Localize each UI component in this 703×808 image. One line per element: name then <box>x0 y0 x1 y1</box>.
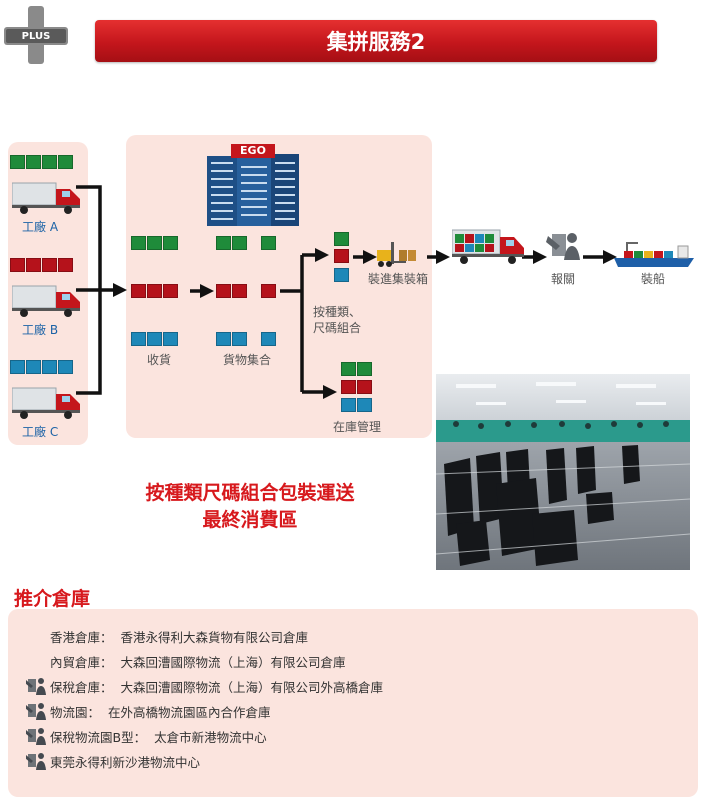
building-icon <box>207 144 299 226</box>
cargo-box <box>147 332 162 346</box>
ego-building: EGO <box>203 142 303 226</box>
cargo-box <box>341 398 356 412</box>
recommend-item: 保稅物流園B型： 太倉市新港物流中心 <box>26 725 267 747</box>
warehouse-photo <box>436 374 690 570</box>
cargo-box <box>357 380 372 394</box>
cargo-box <box>334 268 349 282</box>
cargo-box <box>58 258 73 272</box>
ego-logo: EGO <box>240 144 266 157</box>
cargo-box <box>163 236 178 250</box>
customs-officer-icon <box>26 703 46 720</box>
recommend-item: 東莞永得利新沙港物流中心 <box>26 750 208 772</box>
factory-c-label: 工廠 C <box>22 425 59 439</box>
plus-badge-text: PLUS <box>21 31 51 42</box>
cargo-box <box>216 284 231 298</box>
cargo-box <box>42 258 57 272</box>
recommend-item-label: 保稅倉庫： <box>50 679 113 695</box>
page-title-banner: 集拼服務2 <box>95 20 657 62</box>
recommend-item-value: 太倉市新港物流中心 <box>154 729 267 745</box>
recommend-item: 物流園： 在外高橋物流園區內合作倉庫 <box>26 700 271 722</box>
cargo-box <box>341 362 356 376</box>
cargo-box <box>26 155 41 169</box>
cargo-box <box>261 332 276 346</box>
sort-label-line-2: 尺碼組合 <box>313 321 362 335</box>
factory-a-label: 工廠 A <box>22 220 59 234</box>
cargo-box <box>334 232 349 246</box>
cargo-box <box>261 236 276 250</box>
cargo-box <box>26 258 41 272</box>
recommend-item-label: 保稅物流園B型： <box>50 729 147 745</box>
forklift-icon <box>377 242 416 267</box>
recommend-item-label: 物流園： <box>50 704 101 720</box>
recommend-item-label: 內貿倉庫： <box>50 654 113 670</box>
step-consolidate-label: 貨物集合 <box>223 353 272 367</box>
truck-icon <box>12 182 80 214</box>
ship-icon <box>614 242 694 267</box>
page-title: 集拼服務2 <box>326 30 426 54</box>
cargo-box <box>131 332 146 346</box>
recommend-title: 推介倉庫 <box>14 588 91 610</box>
flow-step-ship: 裝船 <box>641 272 666 286</box>
recommend-item: 內貿倉庫： 大森回漕國際物流（上海）有限公司倉庫 <box>26 650 346 672</box>
customs-officer-icon <box>26 728 46 745</box>
cargo-box <box>341 380 356 394</box>
warehouse-photo-image <box>436 374 690 570</box>
cargo-box <box>147 236 162 250</box>
cargo-box <box>10 360 25 374</box>
cargo-box <box>163 284 178 298</box>
cargo-box <box>131 284 146 298</box>
recommend-item-label: 東莞永得利新沙港物流中心 <box>50 754 201 770</box>
recommend-item-value: 大森回漕國際物流（上海）有限公司外高橋倉庫 <box>120 679 384 695</box>
cargo-box <box>357 398 372 412</box>
recommend-item-value: 香港永得利大森貨物有限公司倉庫 <box>120 629 309 645</box>
recommend-item: 保稅倉庫： 大森回漕國際物流（上海）有限公司外高橋倉庫 <box>26 675 383 697</box>
factory-b: 工廠 B <box>10 258 86 343</box>
recommend-item-label: 香港倉庫： <box>50 629 113 645</box>
cargo-box <box>58 360 73 374</box>
cargo-box <box>10 155 25 169</box>
flow-step-containerize: 裝進集裝箱 <box>368 272 429 286</box>
cargo-box <box>58 155 73 169</box>
cargo-box <box>42 360 57 374</box>
customs-officer-icon <box>26 678 46 695</box>
step-receive-label: 收貨 <box>147 353 172 367</box>
cargo-box <box>131 236 146 250</box>
loaded-truck-icon <box>452 229 524 264</box>
cargo-box <box>10 258 25 272</box>
cargo-box <box>163 332 178 346</box>
cargo-box <box>261 284 276 298</box>
flow-step-customs: 報關 <box>551 272 576 286</box>
customs-officer-icon <box>546 233 580 260</box>
recommend-panel: 香港倉庫： 香港永得利大森貨物有限公司倉庫 內貿倉庫： 大森回漕國際物流（上海）… <box>8 609 698 797</box>
plus-badge: PLUS <box>0 0 80 70</box>
cargo-box <box>334 249 349 263</box>
slogan: 按種類尺碼組合包裝運送 最終消費區 <box>95 480 405 534</box>
plus-cross-icon <box>4 6 68 64</box>
slogan-line-2: 最終消費區 <box>202 509 298 531</box>
cargo-box <box>357 362 372 376</box>
cargo-box <box>232 236 247 250</box>
recommend-item-value: 大森回漕國際物流（上海）有限公司倉庫 <box>120 654 346 670</box>
cargo-box <box>216 236 231 250</box>
recommend-item-value: 在外高橋物流園區內合作倉庫 <box>108 704 271 720</box>
factory-c: 工廠 C <box>10 360 86 445</box>
cargo-box <box>147 284 162 298</box>
factory-b-label: 工廠 B <box>22 323 59 337</box>
sort-label-line-1: 按種類、 <box>313 305 362 319</box>
cargo-box <box>42 155 57 169</box>
recommend-item: 香港倉庫： 香港永得利大森貨物有限公司倉庫 <box>26 625 308 647</box>
cargo-box <box>26 360 41 374</box>
cargo-box <box>216 332 231 346</box>
factory-a: 工廠 A <box>10 155 86 240</box>
truck-icon <box>12 387 80 419</box>
sort-label: 按種類、 尺碼組合 <box>313 304 361 336</box>
customs-officer-icon <box>26 753 46 770</box>
truck-icon <box>12 285 80 317</box>
cargo-box <box>232 284 247 298</box>
stock-label: 在庫管理 <box>333 420 382 434</box>
cargo-box <box>232 332 247 346</box>
slogan-line-1: 按種類尺碼組合包裝運送 <box>145 482 355 504</box>
